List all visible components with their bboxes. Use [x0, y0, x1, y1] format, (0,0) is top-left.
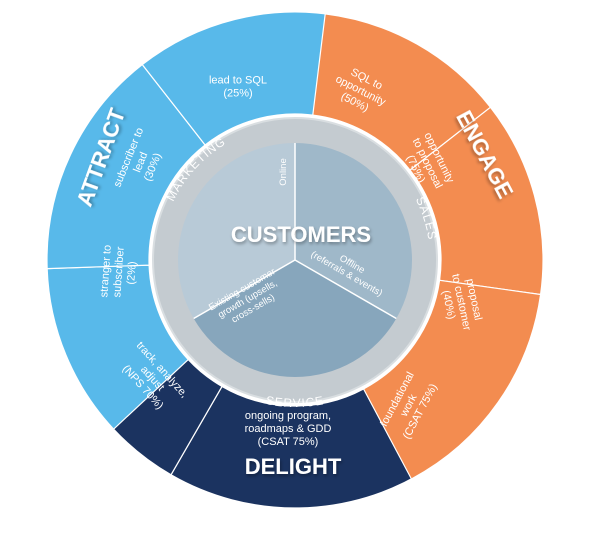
- attract-segment-label-line: (25%): [223, 88, 252, 100]
- attract-segment-label-line: stranger to: [98, 245, 114, 298]
- hub-sector: [295, 143, 413, 319]
- attract-segment-label: stranger tosubscriber(2%): [98, 245, 140, 300]
- delight-segment-label-line: ongoing program,: [245, 410, 331, 422]
- hub-sector: [193, 143, 295, 260]
- attract-segment-label: lead to SQL(25%): [209, 75, 267, 100]
- engage-segment-label-line: (40%): [439, 289, 457, 320]
- customers-title: CUSTOMERS: [231, 222, 371, 247]
- attract-segment-label-line: (2%): [125, 261, 139, 285]
- delight-segment-label: ongoing program,roadmaps & GDD(CSAT 75%): [245, 410, 332, 448]
- diagram-text: stranger tosubscriber(2%)subscriber tole…: [72, 66, 518, 479]
- service-ring-label-path: SERVICE: [265, 393, 324, 410]
- attract-segment-label-line: lead to SQL: [209, 75, 267, 87]
- hub-divider: [294, 259, 397, 320]
- online-label: Online: [278, 158, 289, 185]
- outer-ring: [46, 11, 544, 509]
- service-ring-label: SERVICE: [265, 393, 325, 410]
- delight-segment-label-line: roadmaps & GDD: [245, 423, 332, 435]
- delight-segment-label-line: (CSAT 75%): [258, 436, 319, 448]
- hub-sector: [178, 201, 295, 319]
- hub-divider: [193, 259, 296, 320]
- delight-title: DELIGHT: [245, 454, 342, 479]
- attract-segment-label-line: subscriber: [111, 246, 127, 298]
